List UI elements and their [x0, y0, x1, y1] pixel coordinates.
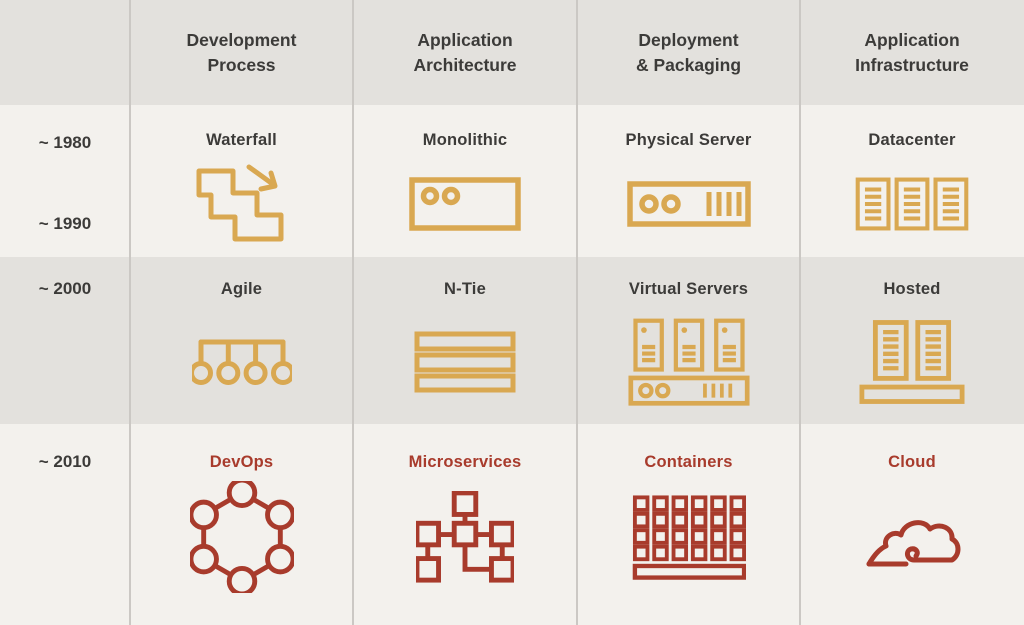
cell-microservices: Microservices [353, 424, 577, 625]
cell-n-tier: N-Tie [353, 257, 577, 424]
cell-containers: Containers [577, 424, 800, 625]
hosted-icon [859, 319, 965, 404]
cell-waterfall: Waterfall [130, 105, 353, 257]
cell-cloud: Cloud [800, 424, 1024, 625]
microservices-icon [416, 490, 514, 583]
cell-label: N-Tie [444, 280, 486, 298]
cell-label: Monolithic [422, 131, 508, 149]
era-column: ~ 2000 [0, 257, 130, 424]
era-label-2000: ~ 2000 [38, 279, 92, 298]
era-column: ~ 1980 ~ 1990 [0, 105, 130, 257]
virtual-servers-icon [627, 318, 750, 406]
cell-label: Datacenter [868, 131, 956, 149]
waterfall-icon [196, 164, 283, 241]
column-header-application-architecture: Application Architecture [413, 29, 517, 75]
column-divider [576, 0, 578, 625]
cell-label: Hosted [883, 280, 941, 298]
cell-label: Microservices [408, 453, 522, 471]
agile-icon [191, 339, 292, 385]
cell-label: Virtual Servers [628, 280, 749, 298]
physical-server-icon [626, 180, 751, 227]
n-tier-icon [414, 331, 516, 392]
row-1980s: ~ 1980 ~ 1990 Waterfall Monolithic [0, 105, 1024, 257]
cell-label: Physical Server [625, 131, 752, 149]
era-column: ~ 2010 [0, 424, 130, 625]
era-label-2010: ~ 2010 [38, 452, 92, 471]
column-header-development-process: Development Process [186, 29, 297, 75]
column-header-deployment-packaging: Deployment & Packaging [635, 29, 742, 75]
monolithic-icon [409, 176, 521, 231]
cell-monolithic: Monolithic [353, 105, 577, 257]
cell-devops: DevOps [130, 424, 353, 625]
header-row: Development Process Application Architec… [0, 0, 1024, 105]
column-divider [799, 0, 801, 625]
cell-hosted: Hosted [800, 257, 1024, 424]
cell-agile: Agile [130, 257, 353, 424]
column-header-application-infrastructure: Application Infrastructure [855, 29, 969, 75]
column-divider [352, 0, 354, 625]
header-corner [0, 0, 130, 105]
cell-label: Cloud [888, 453, 936, 471]
cell-label: Waterfall [206, 131, 277, 149]
containers-icon [632, 494, 746, 580]
row-2010s: ~ 2010 DevOps Microservices [0, 424, 1024, 625]
column-divider [129, 0, 131, 625]
cell-datacenter: Datacenter [800, 105, 1024, 257]
cell-label: Containers [644, 453, 733, 471]
datacenter-icon [855, 177, 969, 230]
cell-label: Agile [220, 280, 263, 298]
cell-physical-server: Physical Server [577, 105, 800, 257]
cell-virtual-servers: Virtual Servers [577, 257, 800, 424]
era-label-1990: ~ 1990 [38, 214, 92, 233]
era-label-1980: ~ 1980 [38, 133, 92, 152]
cell-label: DevOps [209, 453, 274, 471]
row-2000s: ~ 2000 Agile N-Tie [0, 257, 1024, 424]
devops-icon [189, 480, 294, 593]
cloud-icon [866, 519, 961, 566]
